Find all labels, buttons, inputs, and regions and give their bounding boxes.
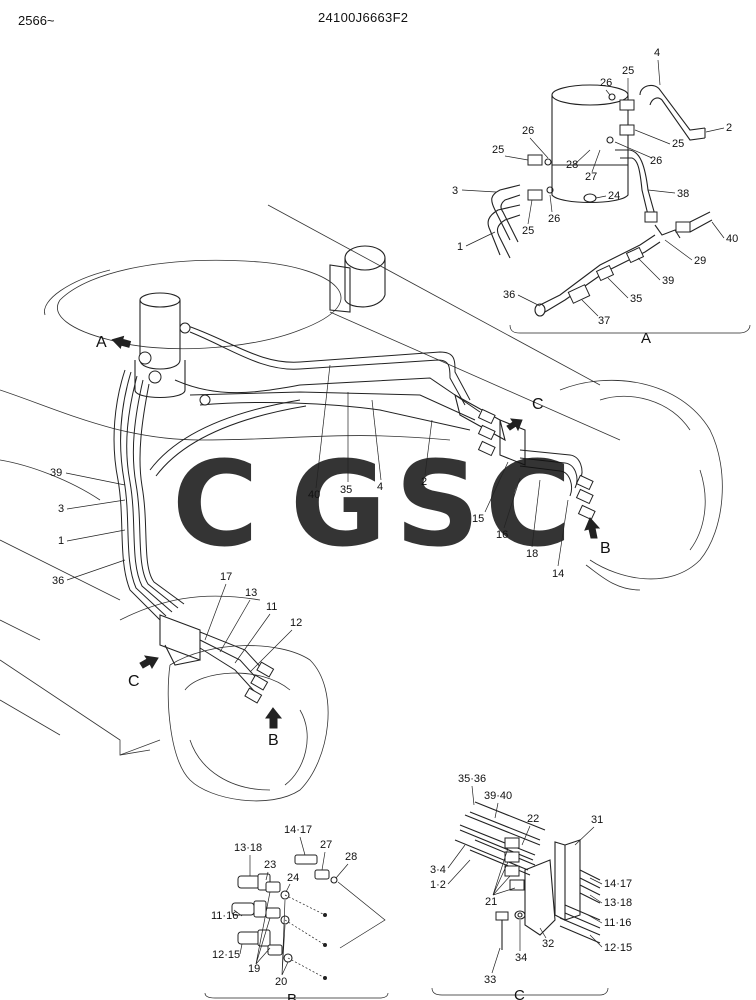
callout-a-37: 37 (598, 315, 610, 327)
detail-a-callouts: 4 25 26 2 25 26 25 28 27 26 3 26 24 (452, 47, 738, 327)
callout-c-33: 33 (484, 974, 496, 986)
callout-a-1: 1 (457, 241, 463, 253)
callout-a-40: 40 (726, 233, 738, 245)
callout-c-21: 21 (485, 896, 497, 908)
callout-3: 3 (58, 503, 64, 515)
section-a-label: A (96, 334, 107, 351)
callout-a-36: 36 (503, 289, 515, 301)
watermark-letter-c1: C (172, 435, 259, 573)
callout-36: 36 (52, 575, 64, 587)
page-number: 2566~ (18, 13, 55, 28)
detail-c-callouts: 35·36 39·40 22 31 3·4 1·2 14·17 21 13·18… (430, 773, 632, 986)
callout-b-11-16: 11·16 (211, 910, 238, 922)
callout-a-27: 27 (585, 171, 597, 183)
callout-a-24: 24 (608, 190, 620, 202)
callout-a-26d: 26 (548, 213, 560, 225)
callout-c-39-40: 39·40 (484, 790, 512, 802)
callout-a-29: 29 (694, 255, 706, 267)
callout-a-26a: 26 (600, 77, 612, 89)
callout-c-34: 34 (515, 952, 527, 964)
callout-40: 40 (308, 489, 320, 501)
detail-b-callouts: 14·17 27 28 13·18 23 24 11·16 12·15 19 2… (211, 824, 357, 988)
callout-c-3-4: 3·4 (430, 864, 446, 876)
callout-b-23: 23 (264, 859, 276, 871)
callout-a-39: 39 (662, 275, 674, 287)
watermark-letter-s: S (395, 435, 480, 573)
callout-11: 11 (266, 601, 277, 613)
main-callouts: 39 3 1 36 40 35 4 2 15 16 18 14 17 (50, 364, 569, 673)
detail-c-label: C (514, 987, 525, 1000)
part-number: 24100J6663F2 (318, 10, 409, 25)
callout-4: 4 (377, 481, 383, 493)
callout-a-35: 35 (630, 293, 642, 305)
detail-c: C (431, 801, 609, 1000)
callout-2: 2 (421, 476, 427, 488)
callout-b-14-17: 14·17 (284, 824, 312, 836)
callout-c-12-15: 12·15 (604, 942, 632, 954)
callout-c-14-17: 14·17 (604, 878, 632, 890)
callout-b-24: 24 (287, 872, 299, 884)
callout-c-32: 32 (542, 938, 554, 950)
callout-c-1-2: 1·2 (430, 879, 446, 891)
machine-outline (0, 204, 723, 802)
section-c-lower-label: C (128, 673, 140, 690)
callout-c-11-16: 11·16 (604, 917, 631, 929)
detail-a: A (487, 84, 751, 347)
callout-a-4: 4 (654, 47, 660, 59)
callout-c-22: 22 (527, 813, 539, 825)
callout-a-3: 3 (452, 185, 458, 197)
section-b-lower-label: B (268, 732, 279, 749)
callout-b-13-18: 13·18 (234, 842, 262, 854)
callout-a-26b: 26 (650, 155, 662, 167)
section-markers: A C B C B (96, 334, 611, 749)
callout-a-26c: 26 (522, 125, 534, 137)
callout-b-19: 19 (248, 963, 260, 975)
callout-a-25d: 25 (522, 225, 534, 237)
callout-a-28: 28 (566, 159, 578, 171)
callout-13: 13 (245, 587, 257, 599)
callout-b-27: 27 (320, 839, 332, 851)
callout-a-38: 38 (677, 188, 689, 200)
detail-b: B (204, 854, 389, 1000)
section-c-upper-label: C (532, 396, 544, 413)
callout-14: 14 (552, 568, 564, 580)
callout-15: 15 (472, 513, 484, 525)
callout-c-13-18: 13·18 (604, 897, 632, 909)
callout-c-35-36: 35·36 (458, 773, 486, 785)
watermark-letter-c2: C (485, 435, 572, 573)
callout-b-20: 20 (275, 976, 287, 988)
callout-1: 1 (58, 535, 64, 547)
hydraulic-lines (113, 322, 596, 704)
section-b-upper-label: B (600, 540, 611, 557)
watermark-letter-g: G (290, 435, 387, 573)
callout-12: 12 (290, 617, 302, 629)
callout-17: 17 (220, 571, 232, 583)
detail-a-label: A (641, 330, 651, 347)
callout-a-25b: 25 (672, 138, 684, 150)
callout-39: 39 (50, 467, 62, 479)
callout-a-25a: 25 (622, 65, 634, 77)
callout-b-28: 28 (345, 851, 357, 863)
callout-16: 16 (496, 529, 508, 541)
callout-c-31: 31 (591, 814, 603, 826)
callout-35: 35 (340, 484, 352, 496)
callout-18: 18 (526, 548, 538, 560)
callout-a-25c: 25 (492, 144, 504, 156)
detail-b-label: B (287, 991, 297, 1000)
callout-b-12-15: 12·15 (212, 949, 240, 961)
callout-a-2: 2 (726, 122, 732, 134)
cgsc-watermark: C G S C (172, 435, 572, 573)
